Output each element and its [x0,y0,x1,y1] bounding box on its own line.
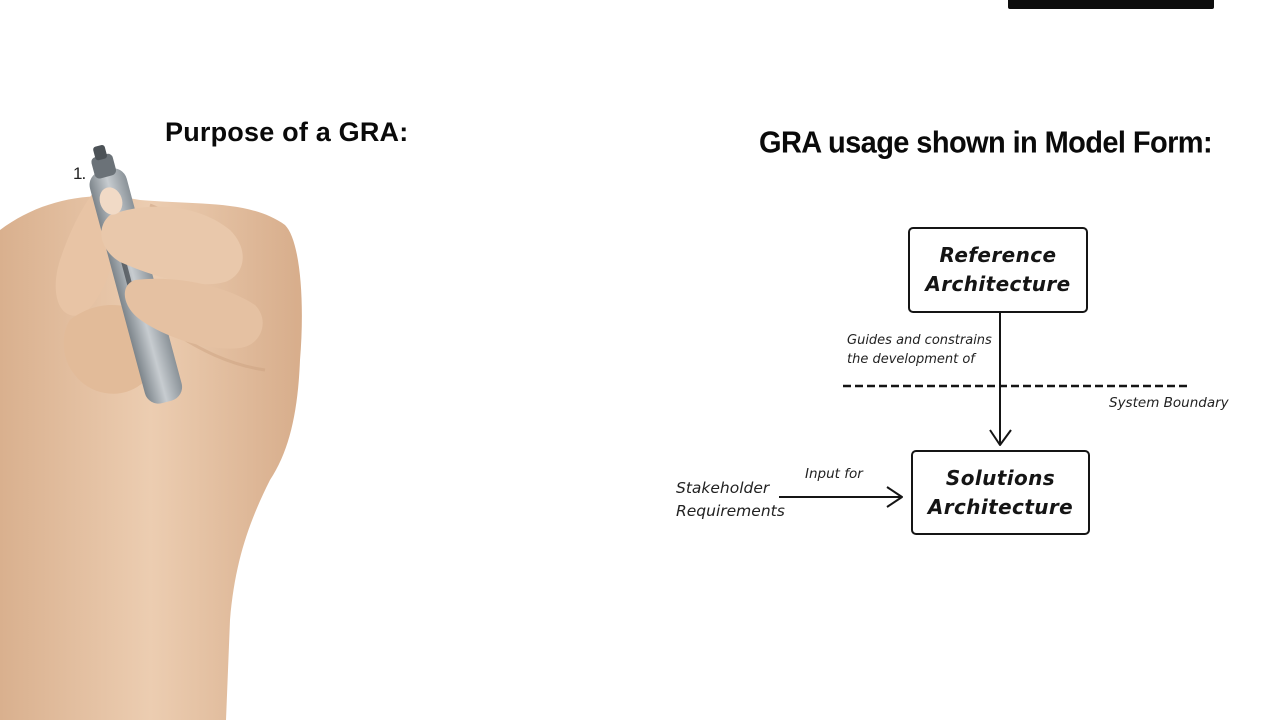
solutions-architecture-label: Solutions Architecture [927,465,1074,519]
input-for-label: Input for [805,466,863,482]
model-form-heading: GRA usage shown in Model Form: [759,126,1213,160]
input-arrow-head [886,486,903,508]
list-number: 1. [73,164,86,183]
solutions-architecture-box: Solutions Architecture [911,450,1090,535]
reference-architecture-box: Reference Architecture [908,227,1088,313]
guides-arrow-head [989,429,1012,446]
system-boundary-label: System Boundary [1109,395,1229,411]
reference-architecture-label: Reference Architecture [925,243,1071,296]
hand-holding-marker-icon [0,145,302,720]
stakeholder-requirements-label: Stakeholder Requirements [676,479,785,520]
top-bar [1008,0,1214,9]
guides-label: Guides and constrains the development of [847,333,992,367]
purpose-heading: Purpose of a GRA: [165,117,409,147]
